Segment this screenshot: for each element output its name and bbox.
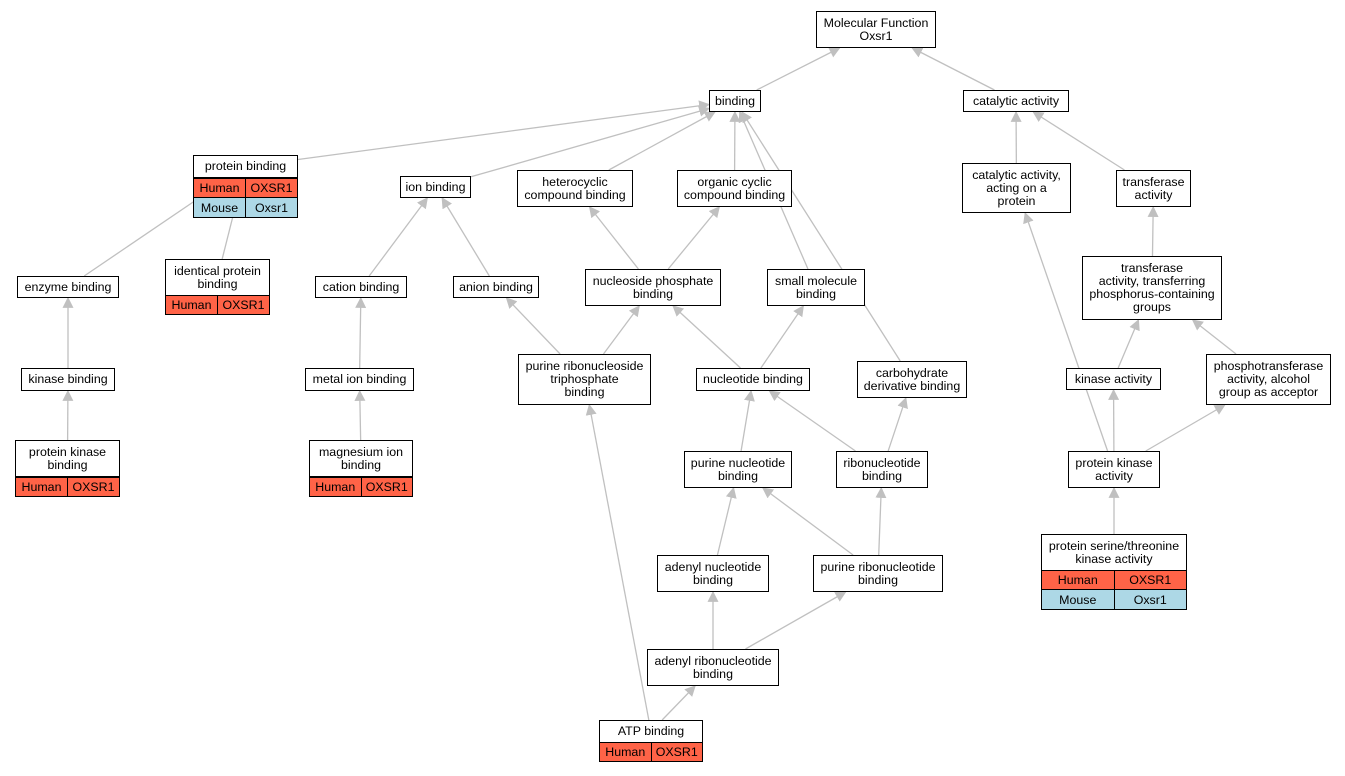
edge-transferase-to-catalytic_activity: [1032, 111, 1125, 171]
edge-atp_binding-to-adenyl_ribonucleotide: [661, 685, 696, 721]
node-cation-binding[interactable]: cation binding: [315, 276, 407, 298]
annotation-mouse-oxsr1: Mouse Oxsr1: [1041, 590, 1187, 610]
edge-magnesium_ion-to-metal_ion: [354, 389, 366, 441]
node-small-molecule-binding[interactable]: small molecule binding: [767, 269, 865, 306]
annotation-human-oxsr1: Human OXSR1: [193, 178, 298, 198]
edge-purine_rn_triphosphate-to-nucleoside_phosphate: [602, 305, 640, 355]
species-cell: Human: [1041, 570, 1115, 590]
node-catalytic-activity[interactable]: catalytic activity: [963, 90, 1069, 112]
node-protein-serine-threonine-kinase-activity[interactable]: protein serine/threonine kinase activity: [1041, 534, 1187, 571]
gene-cell: OXSR1: [1114, 570, 1187, 590]
annotation-human-oxsr1: Human OXSR1: [309, 477, 413, 497]
gene-cell: OXSR1: [218, 295, 270, 315]
edge-nucleoside_phosphate-to-heterocyclic: [588, 206, 639, 270]
node-purine-ribonucleotide-binding[interactable]: purine ribonucleotide binding: [813, 555, 943, 592]
node-transferase-phosphorus-groups[interactable]: transferase activity, transferring phosp…: [1082, 256, 1222, 320]
species-cell: Mouse: [193, 198, 246, 218]
node-adenyl-ribonucleotide-binding[interactable]: adenyl ribonucleotide binding: [647, 649, 779, 686]
edge-catalytic_activity-to-mf_oxsr1: [911, 47, 995, 91]
edge-purine_ribonucleotide-to-purine_nucleotide: [762, 487, 854, 556]
node-binding[interactable]: binding: [709, 90, 761, 112]
annotation-human-oxsr1: Human OXSR1: [15, 477, 120, 497]
node-enzyme-binding[interactable]: enzyme binding: [17, 276, 119, 298]
annotation-mouse-oxsr1: Mouse Oxsr1: [193, 198, 298, 218]
edge-transferase_phos-to-transferase: [1147, 205, 1159, 257]
edge-protein_binding-to-binding: [297, 100, 711, 161]
node-atp-binding[interactable]: ATP binding: [599, 720, 703, 743]
node-magnesium-ion-binding[interactable]: magnesium ion binding: [309, 440, 413, 477]
node-purine-ribonucleoside-triphosphate-binding[interactable]: purine ribonucleoside triphosphate bindi…: [518, 354, 651, 405]
edge-kinase_activity-to-transferase_phos: [1117, 318, 1140, 369]
node-kinase-activity[interactable]: kinase activity: [1066, 368, 1161, 390]
node-ion-binding[interactable]: ion binding: [400, 176, 471, 198]
edge-protein_kinase_activity-to-phosphotransferase: [1145, 404, 1226, 452]
edge-phosphotransferase-to-transferase_phos: [1191, 319, 1237, 355]
edge-binding-to-mf_oxsr1: [756, 47, 841, 91]
node-protein-kinase-activity[interactable]: protein kinase activity: [1068, 451, 1160, 488]
edge-adenyl_nucleotide-to-purine_nucleotide: [716, 486, 737, 556]
species-cell: Human: [193, 178, 246, 198]
edge-cation_binding-to-ion_binding: [368, 197, 428, 277]
species-cell: Human: [165, 295, 218, 315]
edge-nucleoside_phosphate-to-organic_cyclic: [667, 206, 720, 270]
species-cell: Human: [309, 477, 362, 497]
node-purine-nucleotide-binding[interactable]: purine nucleotide binding: [684, 451, 792, 488]
node-metal-ion-binding[interactable]: metal ion binding: [305, 368, 414, 391]
gene-cell: OXSR1: [361, 477, 413, 497]
node-protein-kinase-binding[interactable]: protein kinase binding: [15, 440, 120, 477]
annotation-human-oxsr1: Human OXSR1: [1041, 570, 1187, 590]
gene-cell: OXSR1: [68, 477, 120, 497]
annotation-human-oxsr1: Human OXSR1: [599, 742, 703, 762]
edge-protein_kinase_activity-to-cat_on_protein: [1023, 211, 1109, 452]
edge-carbohydrate_deriv-to-binding: [741, 111, 901, 362]
edge-adenyl_ribonucleotide-to-purine_ribonucleotide: [745, 591, 847, 650]
node-molecular-function-oxsr1[interactable]: Molecular Function Oxsr1: [816, 11, 936, 48]
edge-atp_binding-to-purine_rn_triphosphate: [585, 403, 650, 721]
annotation-human-oxsr1: Human OXSR1: [165, 295, 270, 315]
edge-purine_rn_triphosphate-to-anion_binding: [505, 297, 561, 355]
gene-cell: Oxsr1: [1114, 590, 1187, 610]
edge-purine_nucleotide-to-nucleotide_binding: [740, 389, 755, 452]
node-protein-binding[interactable]: protein binding: [193, 155, 298, 178]
gene-cell: OXSR1: [246, 178, 298, 198]
node-heterocyclic-compound-binding[interactable]: heterocyclic compound binding: [517, 170, 633, 207]
node-phosphotransferase-alcohol-acceptor[interactable]: phosphotransferase activity, alcohol gro…: [1206, 354, 1331, 405]
edge-metal_ion-to-cation_binding: [355, 296, 367, 369]
node-anion-binding[interactable]: anion binding: [453, 276, 539, 298]
edge-ribonucleotide-to-carbohydrate_deriv: [887, 396, 908, 452]
gene-cell: OXSR1: [651, 742, 703, 762]
node-catalytic-activity-on-protein[interactable]: catalytic activity, acting on a protein: [962, 163, 1071, 213]
species-cell: Human: [599, 742, 652, 762]
node-carbohydrate-derivative-binding[interactable]: carbohydrate derivative binding: [857, 361, 967, 398]
edge-nucleotide_binding-to-nucleoside_phosphate: [672, 305, 741, 369]
node-kinase-binding[interactable]: kinase binding: [21, 368, 115, 391]
node-nucleoside-phosphate-binding[interactable]: nucleoside phosphate binding: [585, 269, 721, 306]
edge-heterocyclic-to-binding: [608, 111, 716, 171]
node-ribonucleotide-binding[interactable]: ribonucleotide binding: [836, 451, 928, 488]
node-organic-cyclic-compound-binding[interactable]: organic cyclic compound binding: [677, 170, 792, 207]
edge-ribonucleotide-to-nucleotide_binding: [768, 390, 856, 452]
edge-purine_ribonucleotide-to-ribonucleotide: [875, 486, 887, 556]
node-transferase-activity[interactable]: transferase activity: [1116, 170, 1191, 207]
node-adenyl-nucleotide-binding[interactable]: adenyl nucleotide binding: [657, 555, 769, 592]
species-cell: Human: [15, 477, 68, 497]
edge-ion_binding-to-binding: [470, 105, 711, 178]
gene-cell: Oxsr1: [246, 198, 298, 218]
edge-anion_binding-to-ion_binding: [441, 197, 490, 277]
species-cell: Mouse: [1041, 590, 1115, 610]
node-nucleotide-binding[interactable]: nucleotide binding: [696, 368, 810, 391]
edge-nucleotide_binding-to-small_molecule: [760, 305, 804, 369]
node-identical-protein-binding[interactable]: identical protein binding: [165, 259, 270, 296]
